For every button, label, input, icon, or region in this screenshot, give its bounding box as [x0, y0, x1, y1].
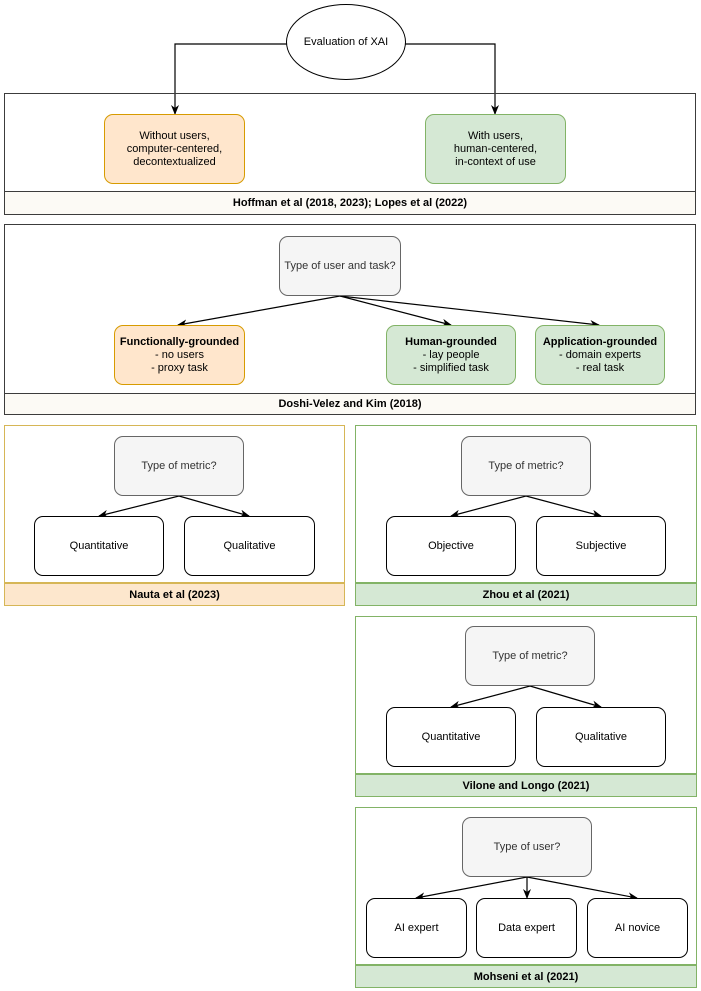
with-users-line-2: human-centered,	[453, 142, 538, 155]
mohseni-caption: Mohseni et al (2021)	[355, 965, 697, 988]
with-users-line-1: With users,	[467, 129, 523, 142]
zhou-objective-node: Objective	[386, 516, 516, 576]
root-node-evaluation-of-xai: Evaluation of XAI	[286, 4, 406, 80]
without-users-line-3: decontextualized	[133, 155, 216, 168]
zhou-caption: Zhou et al (2021)	[355, 583, 697, 606]
vilone-caption: Vilone and Longo (2021)	[355, 774, 697, 797]
functionally-grounded-line-1: - no users	[155, 348, 204, 361]
functionally-grounded-line-2: - proxy task	[151, 361, 208, 374]
without-users-node: Without users, computer-centered, decont…	[104, 114, 245, 184]
with-users-line-3: in-context of use	[455, 155, 536, 168]
nauta-section-frame	[4, 425, 345, 583]
without-users-line-1: Without users,	[139, 129, 210, 142]
human-grounded-line-1: - lay people	[422, 348, 480, 361]
mohseni-section-frame	[355, 807, 697, 965]
vilone-section-frame	[355, 616, 697, 774]
mohseni-question-node: Type of user?	[462, 817, 592, 877]
without-users-line-2: computer-centered,	[126, 142, 223, 155]
mohseni-data-expert-node: Data expert	[476, 898, 577, 958]
mohseni-ai-expert-node: AI expert	[366, 898, 467, 958]
nauta-question-node: Type of metric?	[114, 436, 244, 496]
with-users-node: With users, human-centered, in-context o…	[425, 114, 566, 184]
application-grounded-line-1: - domain experts	[559, 348, 641, 361]
doshi-caption: Doshi-Velez and Kim (2018)	[4, 393, 696, 415]
hoffman-caption: Hoffman et al (2018, 2023); Lopes et al …	[4, 191, 696, 215]
zhou-subjective-node: Subjective	[536, 516, 666, 576]
vilone-quantitative-node: Quantitative	[386, 707, 516, 767]
zhou-section-frame	[355, 425, 697, 583]
doshi-question-node: Type of user and task?	[279, 236, 401, 296]
human-grounded-node: Human-grounded - lay people - simplified…	[386, 325, 516, 385]
nauta-qualitative-node: Qualitative	[184, 516, 315, 576]
mohseni-ai-novice-node: AI novice	[587, 898, 688, 958]
functionally-grounded-node: Functionally-grounded - no users - proxy…	[114, 325, 245, 385]
zhou-question-node: Type of metric?	[461, 436, 591, 496]
functionally-grounded-title: Functionally-grounded	[119, 335, 240, 348]
application-grounded-title: Application-grounded	[542, 335, 658, 348]
nauta-caption: Nauta et al (2023)	[4, 583, 345, 606]
nauta-quantitative-node: Quantitative	[34, 516, 164, 576]
application-grounded-node: Application-grounded - domain experts - …	[535, 325, 665, 385]
application-grounded-line-2: - real task	[575, 361, 625, 374]
human-grounded-line-2: - simplified task	[413, 361, 489, 374]
vilone-question-node: Type of metric?	[465, 626, 595, 686]
human-grounded-title: Human-grounded	[405, 335, 497, 348]
vilone-qualitative-node: Qualitative	[536, 707, 666, 767]
